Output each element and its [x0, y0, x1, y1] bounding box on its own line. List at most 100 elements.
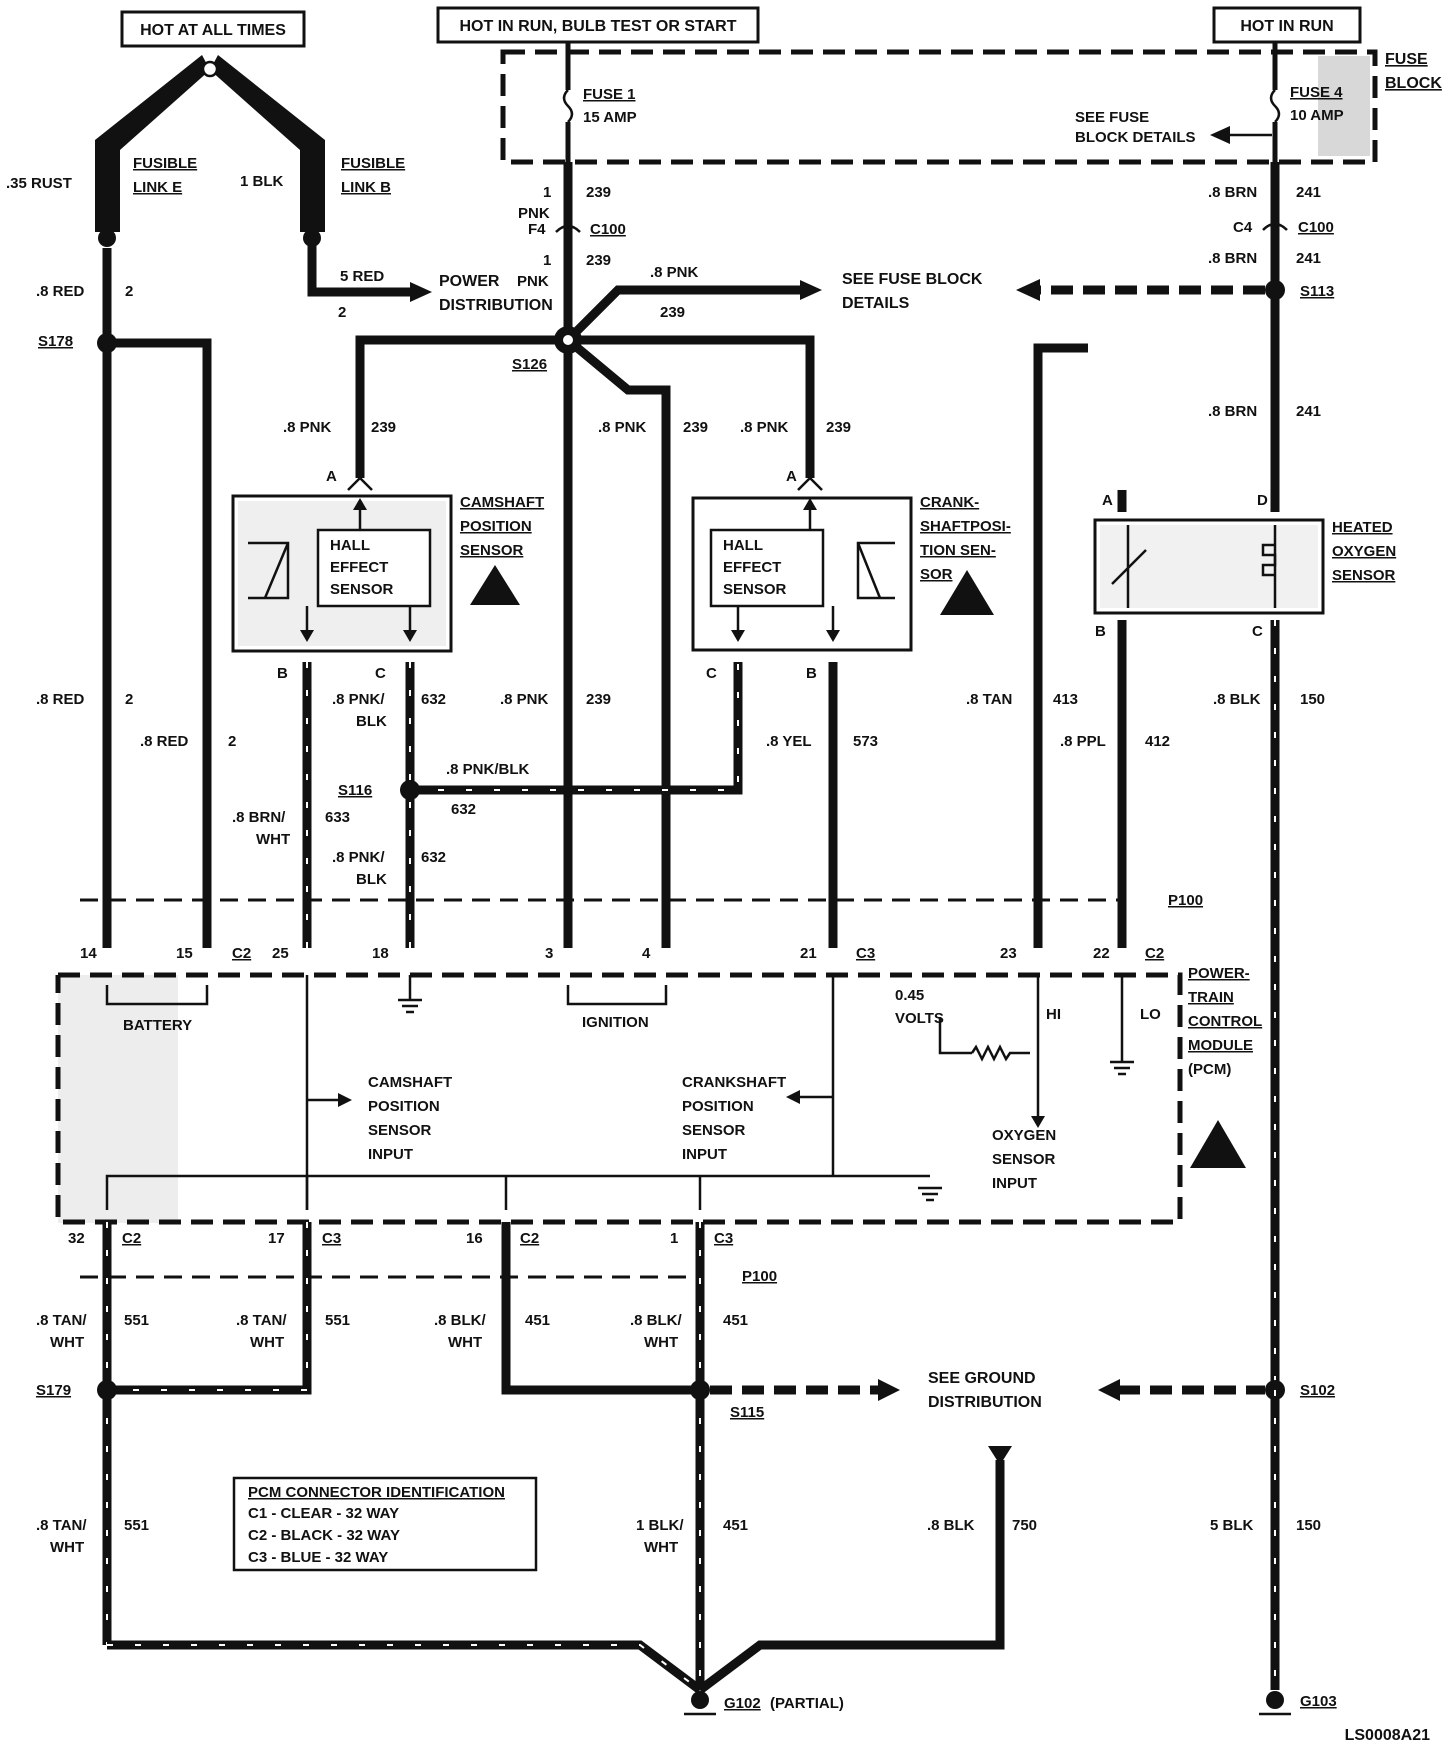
svg-text:WHT: WHT: [644, 1539, 678, 1556]
svg-text:OXYGEN: OXYGEN: [1332, 543, 1396, 560]
pcm-module: 14 15 C2 25 18 3 4 21 C3 23 22 C2 BATTER…: [55, 945, 1262, 1247]
svg-text:PNK: PNK: [517, 273, 549, 290]
svg-text:C2: C2: [122, 1230, 141, 1247]
svg-text:B: B: [1095, 623, 1106, 640]
svg-text:POSITION: POSITION: [460, 518, 532, 535]
svg-text:.8 BRN: .8 BRN: [1208, 250, 1257, 267]
svg-text:5 RED: 5 RED: [340, 268, 384, 285]
svg-text:C100: C100: [590, 221, 626, 238]
svg-text:POWER: POWER: [439, 273, 500, 290]
svg-text:TRAIN: TRAIN: [1188, 989, 1234, 1006]
svg-text:B: B: [277, 665, 288, 682]
svg-text:551: 551: [124, 1517, 149, 1534]
svg-text:2: 2: [125, 691, 133, 708]
svg-text:BATTERY: BATTERY: [123, 1017, 192, 1034]
svg-text:239: 239: [586, 252, 611, 269]
svg-text:B: B: [806, 665, 817, 682]
heated-oxygen-sensor: A D HEATED OXYGEN SENSOR B C: [1093, 492, 1396, 640]
svg-text:C: C: [375, 665, 386, 682]
svg-text:SENSOR: SENSOR: [368, 1122, 432, 1139]
svg-text:C2: C2: [232, 945, 251, 962]
svg-text:SEE GROUND: SEE GROUND: [928, 1370, 1036, 1387]
ground-wires: S179 S115 SEE GROUND DISTRIBUTION S102 .…: [36, 1222, 1335, 1694]
svg-text:3: 3: [545, 945, 553, 962]
power-distribution-branch: 5 RED 2 POWER DISTRIBUTION PNK: [307, 246, 553, 321]
svg-text:C1 - CLEAR - 32 WAY: C1 - CLEAR - 32 WAY: [248, 1505, 399, 1522]
ground-g103: G103: [1259, 1691, 1337, 1716]
svg-text:LO: LO: [1140, 1006, 1161, 1023]
svg-text:.8 TAN/: .8 TAN/: [36, 1517, 87, 1534]
splice-s178: [97, 333, 117, 353]
svg-text:.8 PNK: .8 PNK: [650, 264, 699, 281]
svg-text:S179: S179: [36, 1382, 71, 1399]
svg-text:INPUT: INPUT: [368, 1146, 413, 1163]
svg-text:CRANK-: CRANK-: [920, 494, 979, 511]
svg-text:C2: C2: [1145, 945, 1164, 962]
svg-text:2: 2: [125, 283, 133, 300]
svg-text:14: 14: [80, 945, 97, 962]
svg-text:5 BLK: 5 BLK: [1210, 1517, 1254, 1534]
svg-text:551: 551: [325, 1312, 350, 1329]
svg-text:INPUT: INPUT: [682, 1146, 727, 1163]
svg-text:A: A: [326, 468, 337, 485]
svg-text:POSITION: POSITION: [682, 1098, 754, 1115]
camshaft-position-sensor: A HALL EFFECT SENSOR CAMSHAFT POSITION S…: [231, 468, 544, 682]
svg-text:C3: C3: [856, 945, 875, 962]
arrow-right-icon: [878, 1379, 900, 1401]
svg-text:PNK: PNK: [518, 205, 550, 222]
svg-text:10 AMP: 10 AMP: [1290, 107, 1344, 124]
svg-text:IGNITION: IGNITION: [582, 1014, 649, 1031]
svg-text:1: 1: [543, 184, 551, 201]
svg-text:.8 BLK: .8 BLK: [1213, 691, 1261, 708]
svg-text:412: 412: [1145, 733, 1170, 750]
svg-text:413: 413: [1053, 691, 1078, 708]
svg-text:239: 239: [683, 419, 708, 436]
svg-text:.8 PNK: .8 PNK: [283, 419, 332, 436]
svg-text:EFFECT: EFFECT: [330, 559, 388, 576]
svg-text:239: 239: [586, 691, 611, 708]
svg-text:25: 25: [272, 945, 289, 962]
svg-text:SEE FUSE BLOCK: SEE FUSE BLOCK: [842, 271, 983, 288]
fuse-1-symbol: [562, 89, 574, 123]
svg-text:VOLTS: VOLTS: [895, 1010, 944, 1027]
esd-warning-icon: [1190, 1120, 1246, 1168]
svg-text:(PARTIAL): (PARTIAL): [770, 1695, 844, 1712]
svg-text:S102: S102: [1300, 1382, 1335, 1399]
svg-text:150: 150: [1300, 691, 1325, 708]
arrow-left-icon: [1098, 1379, 1120, 1401]
svg-text:2: 2: [228, 733, 236, 750]
diagram-id: LS0008A21: [1345, 1727, 1430, 1744]
svg-text:CAMSHAFT: CAMSHAFT: [460, 494, 544, 511]
svg-text:SEE FUSE: SEE FUSE: [1075, 109, 1149, 126]
svg-text:DETAILS: DETAILS: [842, 295, 910, 312]
svg-text:16: 16: [466, 1230, 483, 1247]
svg-text:.35 RUST: .35 RUST: [6, 175, 72, 192]
svg-text:SENSOR: SENSOR: [682, 1122, 746, 1139]
svg-text:17: 17: [268, 1230, 285, 1247]
svg-text:SENSOR: SENSOR: [992, 1151, 1056, 1168]
esd-warning-icon: [470, 565, 520, 605]
svg-text:LINK B: LINK B: [341, 179, 391, 196]
svg-text:551: 551: [124, 1312, 149, 1329]
svg-text:239: 239: [660, 304, 685, 321]
svg-text:.8 YEL: .8 YEL: [766, 733, 812, 750]
svg-text:.8 RED: .8 RED: [36, 283, 85, 300]
svg-text:1: 1: [670, 1230, 678, 1247]
svg-text:FUSE 1: FUSE 1: [583, 86, 636, 103]
battery-feed-wires: S178 .8 RED 2 .8 RED 2 .8 RED 2: [36, 248, 236, 948]
svg-text:WHT: WHT: [448, 1334, 482, 1351]
svg-text:P100: P100: [1168, 892, 1203, 909]
svg-text:SOR: SOR: [920, 566, 953, 583]
header-hot-in-run: HOT IN RUN: [1212, 6, 1362, 44]
svg-text:SENSOR: SENSOR: [330, 581, 394, 598]
arrow-left-icon: [1210, 126, 1230, 144]
svg-text:750: 750: [1012, 1517, 1037, 1534]
svg-text:1 BLK: 1 BLK: [240, 173, 284, 190]
splice-s116: [400, 780, 420, 800]
p100-connector-upper: P100: [80, 892, 1203, 909]
svg-text:15: 15: [176, 945, 193, 962]
arrow-left-icon: [1016, 279, 1040, 301]
svg-text:LINK E: LINK E: [133, 179, 182, 196]
svg-text:BLOCK: BLOCK: [1385, 75, 1442, 92]
svg-text:632: 632: [421, 691, 446, 708]
